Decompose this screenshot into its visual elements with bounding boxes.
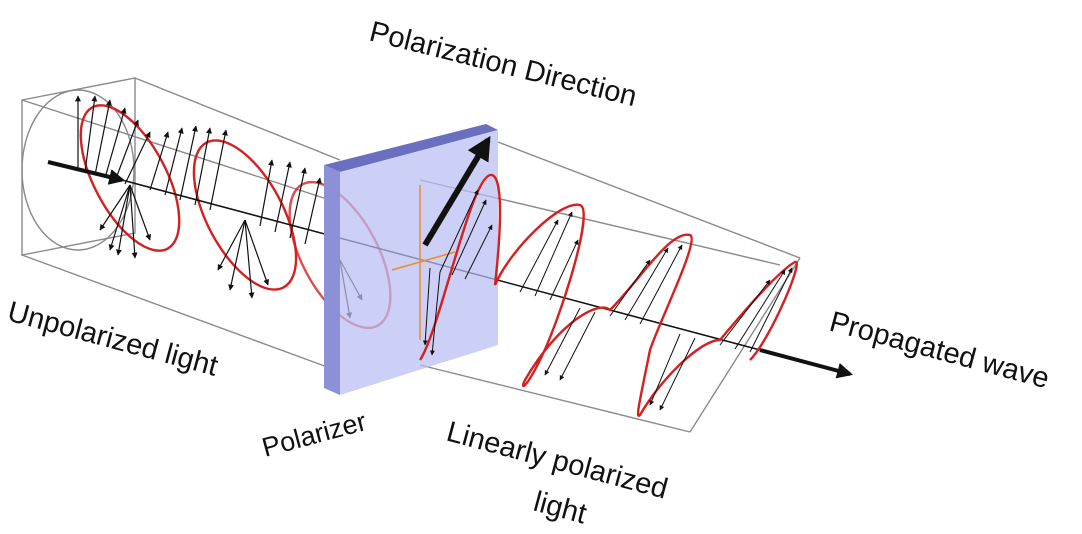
box-back-face — [21, 77, 136, 256]
linearly-polarized-label-line2: light — [530, 486, 590, 531]
wave-ring-1 — [79, 104, 181, 252]
box-bottom-edge-right — [419, 364, 691, 433]
unpolarized-light-label: Unpolarized light — [4, 296, 221, 383]
linear-wave-vectors — [422, 189, 793, 411]
polarizer-axes — [391, 185, 456, 340]
box-bottom-edge-left — [21, 254, 331, 369]
back-circle — [21, 89, 135, 251]
unpolarized-vectors — [75, 95, 363, 321]
arrow-up-right-icon — [422, 135, 491, 247]
polarizer-top-edge — [324, 124, 498, 172]
polarizer-side-edge — [324, 165, 340, 395]
arrow-right-icon — [759, 348, 854, 379]
propagated-wave-label: Propagated wave — [826, 306, 1052, 395]
linear-wave — [419, 173, 798, 417]
polarization-direction-label: Polarization Direction — [366, 16, 640, 113]
wave-ring-2 — [192, 139, 298, 291]
polarizer-label: Polarizer — [259, 406, 370, 463]
box-front-face — [689, 257, 801, 433]
box-top-edge-left — [134, 77, 341, 161]
linear-wave-outline — [419, 173, 798, 417]
arrow-right-icon — [47, 160, 126, 185]
box-top-edge-right — [497, 141, 801, 259]
